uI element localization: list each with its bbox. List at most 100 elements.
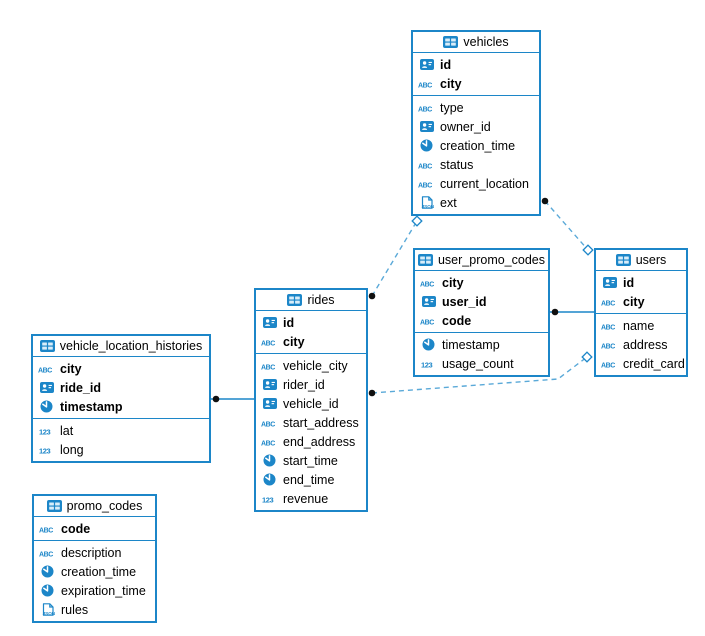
column-row[interactable]: ABC city bbox=[256, 332, 366, 351]
svg-text:123: 123 bbox=[262, 495, 274, 504]
column-row[interactable]: id bbox=[596, 273, 686, 292]
numeric-123-icon: 123 bbox=[38, 426, 55, 436]
table-header[interactable]: vehicles bbox=[413, 32, 539, 53]
svg-text:ABC: ABC bbox=[418, 163, 432, 170]
svg-text:ABC: ABC bbox=[601, 300, 615, 307]
numeric-123-icon: 123 bbox=[261, 494, 278, 504]
column-row[interactable]: id bbox=[413, 55, 539, 74]
clock-icon bbox=[261, 454, 278, 467]
column-row[interactable]: vehicle_id bbox=[256, 394, 366, 413]
table-name: user_promo_codes bbox=[437, 253, 545, 267]
relationship-line bbox=[544, 200, 589, 251]
table-header[interactable]: vehicle_location_histories bbox=[33, 336, 209, 357]
table-header[interactable]: users bbox=[596, 250, 686, 271]
column-name: status bbox=[440, 157, 474, 172]
column-row[interactable]: creation_time bbox=[34, 562, 155, 581]
svg-text:ABC: ABC bbox=[261, 440, 275, 447]
column-name: creation_time bbox=[440, 138, 516, 153]
table-name: users bbox=[635, 253, 667, 267]
column-row[interactable]: creation_time bbox=[413, 136, 539, 155]
cardinality-dot bbox=[212, 395, 220, 403]
relationship-line bbox=[371, 220, 418, 297]
column-name: rider_id bbox=[283, 377, 325, 392]
clock-icon bbox=[261, 473, 278, 486]
relationship-rides-to-vehicles bbox=[368, 215, 423, 300]
column-row[interactable]: ride_id bbox=[33, 378, 209, 397]
column-row[interactable]: ABC status bbox=[413, 155, 539, 174]
column-name: user_id bbox=[442, 294, 487, 309]
column-row[interactable]: end_time bbox=[256, 470, 366, 489]
svg-text:123: 123 bbox=[39, 427, 51, 436]
svg-text:123: 123 bbox=[421, 360, 433, 369]
id-card-icon bbox=[418, 121, 435, 132]
abc-text-icon: ABC bbox=[420, 316, 437, 326]
table-name: vehicles bbox=[463, 35, 509, 49]
clock-icon bbox=[39, 584, 56, 597]
relationship-vehicles-to-users bbox=[541, 197, 594, 256]
column-row[interactable]: ABC city bbox=[415, 273, 548, 292]
column-row[interactable]: rider_id bbox=[256, 375, 366, 394]
column-name: end_address bbox=[283, 434, 356, 449]
table-grid-icon bbox=[39, 340, 55, 352]
column-row[interactable]: user_id bbox=[415, 292, 548, 311]
svg-text:123: 123 bbox=[39, 446, 51, 455]
column-row[interactable]: start_time bbox=[256, 451, 366, 470]
column-row[interactable]: timestamp bbox=[415, 335, 548, 354]
numeric-123-icon: 123 bbox=[38, 445, 55, 455]
column-row[interactable]: id bbox=[256, 313, 366, 332]
abc-text-icon: ABC bbox=[420, 278, 437, 288]
svg-text:ABC: ABC bbox=[601, 362, 615, 369]
column-row[interactable]: ABC end_address bbox=[256, 432, 366, 451]
column-name: id bbox=[283, 315, 295, 330]
column-name: owner_id bbox=[440, 119, 491, 134]
table-header[interactable]: promo_codes bbox=[34, 496, 155, 517]
column-name: city bbox=[442, 275, 464, 290]
abc-text-icon: ABC bbox=[38, 364, 55, 374]
abc-text-icon: ABC bbox=[418, 103, 435, 113]
abc-text-icon: ABC bbox=[261, 337, 278, 347]
id-card-icon bbox=[261, 398, 278, 409]
column-row[interactable]: 123 long bbox=[33, 440, 209, 459]
column-name: city bbox=[283, 334, 305, 349]
table-name: promo_codes bbox=[66, 499, 143, 513]
svg-text:JSON: JSON bbox=[42, 611, 54, 616]
column-name: city bbox=[440, 76, 462, 91]
column-row[interactable]: expiration_time bbox=[34, 581, 155, 600]
column-row[interactable]: owner_id bbox=[413, 117, 539, 136]
table-grid-icon bbox=[287, 294, 303, 306]
column-row[interactable]: timestamp bbox=[33, 397, 209, 416]
column-name: long bbox=[60, 442, 84, 457]
relationship-user_promo_codes-to-users bbox=[550, 308, 594, 316]
table-header[interactable]: rides bbox=[256, 290, 366, 311]
table-header[interactable]: user_promo_codes bbox=[415, 250, 548, 271]
svg-text:ABC: ABC bbox=[418, 106, 432, 113]
svg-text:ABC: ABC bbox=[418, 182, 432, 189]
